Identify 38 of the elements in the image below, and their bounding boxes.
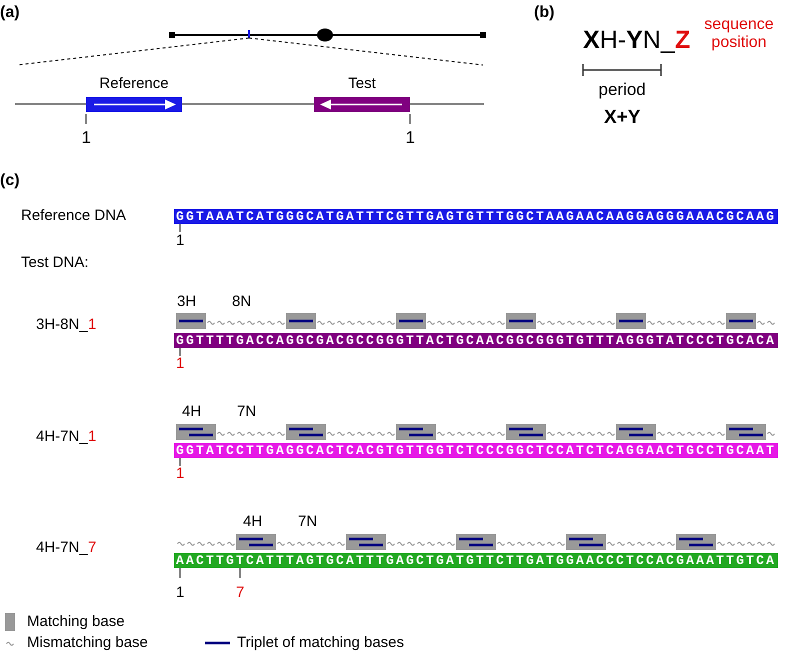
row-label: 4H-7N_ xyxy=(36,428,88,446)
panel-label: (c) xyxy=(0,170,20,190)
position-number: 1 xyxy=(82,128,91,148)
section-label: Test DNA: xyxy=(21,254,89,272)
panel-label: (b) xyxy=(534,2,554,22)
dna-sequence: GGTTTTGACCAGGCGACGCCGGGTTACTGCAACGGCGGGTGTTTAGGGTATCCCTGCACA xyxy=(175,333,776,348)
position-number: 1 xyxy=(406,128,415,148)
gene-label: Reference xyxy=(98,75,170,93)
bracket-label: period xyxy=(598,80,646,100)
position-number: 7 xyxy=(236,584,244,602)
position-number: 1 xyxy=(176,355,184,373)
gene-label: Test xyxy=(347,75,377,93)
position-number: 1 xyxy=(88,428,96,446)
period-label: 8N xyxy=(232,293,252,311)
position-variable: Z xyxy=(675,25,690,55)
period-label: 4H xyxy=(182,403,202,421)
legend-text: Matching base xyxy=(27,613,125,631)
dna-sequence: AACTTGTCATTTAGTGCATTTGAGCTGATGTTCTTGATGGAACCCTCCACGAAATTGTCA xyxy=(175,553,776,568)
annotation-text: sequence position xyxy=(703,16,775,52)
position-number: 7 xyxy=(88,539,96,557)
period-formula: X+Y xyxy=(604,106,640,128)
dna-sequence: GGTATCCTTGAGGCACTCACGTGTTGGTCTCCCGGCTCCATCTCAGGAACTGCCTGCAAT xyxy=(175,443,776,458)
period-label: 7N xyxy=(298,513,318,531)
period-label: 7N xyxy=(237,403,256,421)
period-label: 3H xyxy=(177,293,196,311)
dna-sequence: GGTAAATCATGGGCATGATTTCGTTGAGTGTTTGGCTAAGAACAAGGAGGGAAACGCAAG xyxy=(175,209,776,224)
legend-text: Triplet of matching bases xyxy=(237,634,404,652)
position-number: 1 xyxy=(176,584,184,602)
panel-label: (a) xyxy=(0,2,20,22)
period-label: 4H xyxy=(243,513,262,531)
legend-text: Mismatching base xyxy=(27,634,148,652)
naming-formula: XH-YN_ xyxy=(583,25,675,55)
row-label: Reference DNA xyxy=(21,207,126,225)
position-number: 1 xyxy=(176,232,184,250)
position-number: 1 xyxy=(176,465,184,483)
row-label: 4H-7N_ xyxy=(36,539,88,557)
position-number: 1 xyxy=(88,316,96,334)
row-label: 3H-8N_ xyxy=(36,316,88,334)
